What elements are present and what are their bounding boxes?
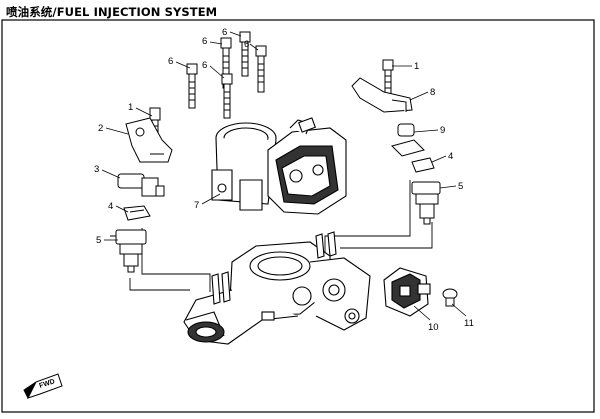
callout-5-left: 5 xyxy=(96,235,101,246)
diagram-border xyxy=(1,19,595,413)
intake-manifold xyxy=(183,231,371,345)
bolts-top xyxy=(186,31,267,119)
bolt-small xyxy=(442,288,458,307)
bracket-left xyxy=(125,117,173,163)
callout-9: 9 xyxy=(440,125,445,136)
map-sensor xyxy=(383,267,431,317)
fwd-label: FWD xyxy=(38,378,55,390)
throttle-body xyxy=(211,117,347,215)
callout-5-right: 5 xyxy=(458,181,463,192)
clip-right xyxy=(411,157,435,173)
callout-11: 11 xyxy=(464,318,474,329)
sensor-right xyxy=(391,123,425,157)
callout-6e: 6 xyxy=(244,39,249,50)
callout-1-right: 1 xyxy=(414,61,419,72)
callout-6d: 6 xyxy=(222,27,227,38)
page-title: 喷油系统/FUEL INJECTION SYSTEM xyxy=(6,5,218,19)
callout-6c: 6 xyxy=(202,60,207,71)
callout-4-left: 4 xyxy=(108,201,113,212)
callout-labels: 1 2 3 4 5 6 6 6 6 6 7 1 8 9 4 5 10 11 xyxy=(94,27,474,333)
clip-left xyxy=(123,205,151,221)
bracket-right xyxy=(351,77,413,113)
injector-right xyxy=(411,181,441,225)
bolt-right xyxy=(382,59,394,99)
callout-10: 10 xyxy=(428,322,439,333)
callout-1-left: 1 xyxy=(128,102,133,113)
injector-left xyxy=(110,229,147,273)
callout-3: 3 xyxy=(94,164,99,175)
callout-6a: 6 xyxy=(168,56,173,67)
callout-4-right: 4 xyxy=(448,151,453,162)
callout-7: 7 xyxy=(194,200,199,211)
fwd-arrow: FWD xyxy=(23,373,63,399)
leader-lines xyxy=(101,31,467,321)
callout-8: 8 xyxy=(430,87,435,98)
callout-2: 2 xyxy=(98,123,103,134)
sensor-left xyxy=(117,173,165,197)
callout-6b: 6 xyxy=(202,36,207,47)
